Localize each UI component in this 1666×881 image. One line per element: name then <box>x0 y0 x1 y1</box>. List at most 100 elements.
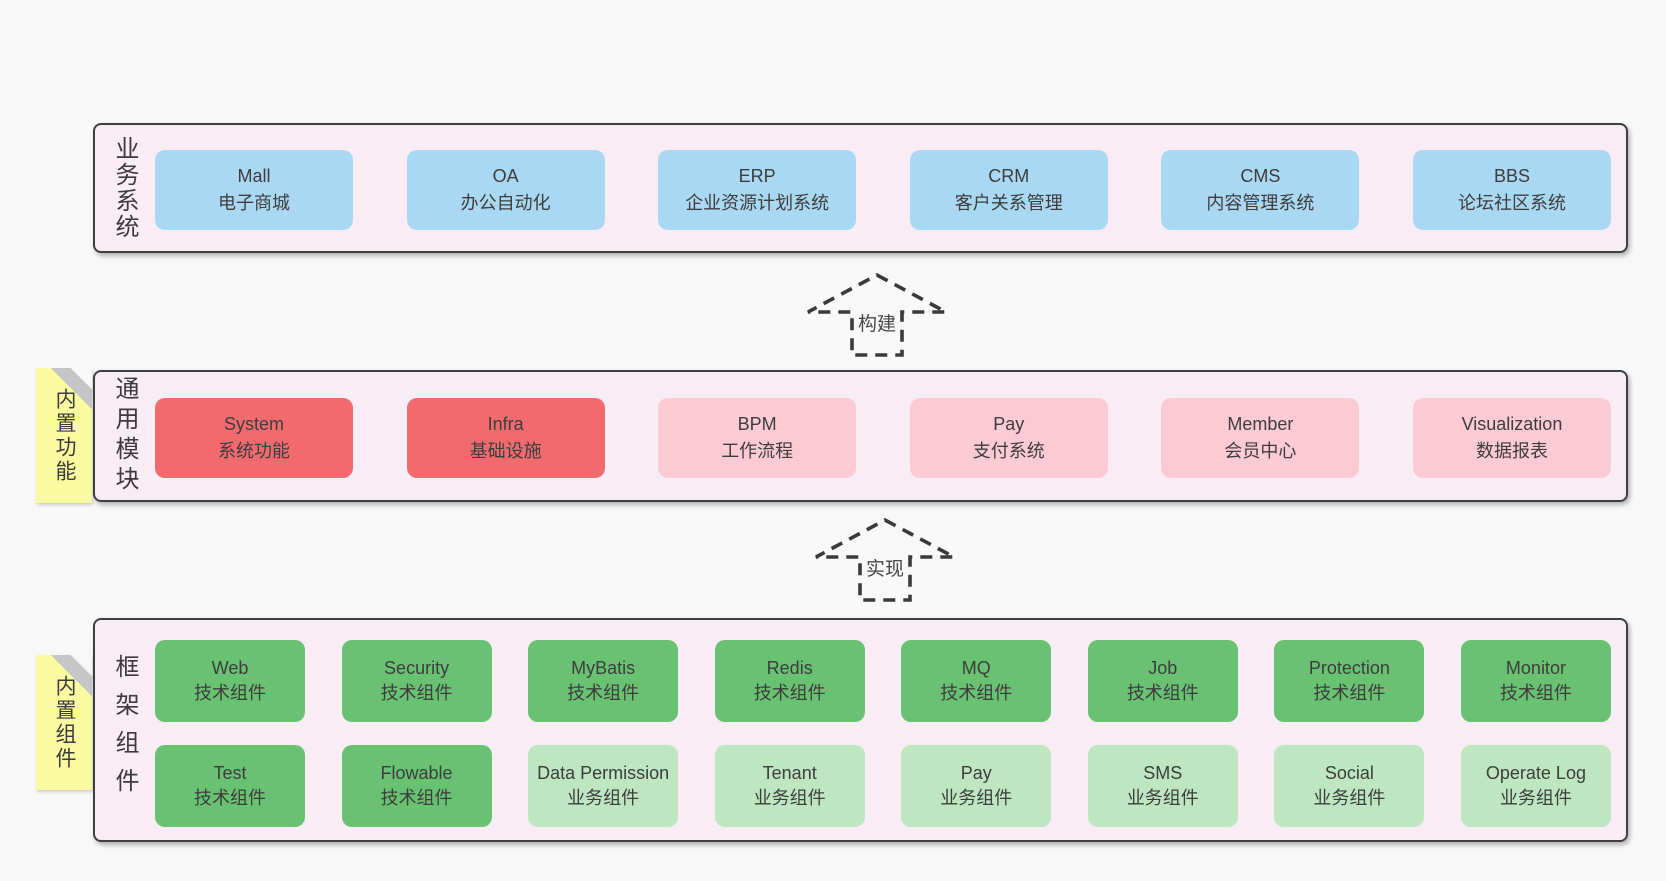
node-title: Test <box>213 763 247 783</box>
block-arrow-up-icon <box>815 517 955 602</box>
node-title: Operate Log <box>1485 763 1586 783</box>
arrow-build-label: 构建 <box>854 309 900 336</box>
node-subtitle: 业务组件 <box>1499 788 1572 808</box>
node-title: CRM <box>988 166 1030 186</box>
node-title: Pay <box>993 414 1025 434</box>
node-subtitle: 会员中心 <box>1224 441 1297 461</box>
node-subtitle: 客户关系管理 <box>954 193 1063 213</box>
node-monitor: Monitor 技术组件 <box>1460 640 1611 722</box>
node-subtitle: 业务组件 <box>753 788 826 808</box>
node-title: Web <box>211 658 249 678</box>
node-subtitle: 电子商城 <box>218 193 290 213</box>
node-oa: OA 办公自动化 <box>406 150 605 230</box>
node-job: Job 技术组件 <box>1087 640 1238 722</box>
node-title: Redis <box>766 658 813 678</box>
node-title: Security <box>384 658 450 678</box>
band-side-label-framework-components: 框架组件 <box>111 654 138 806</box>
node-title: Tenant <box>762 763 817 783</box>
node-subtitle: 办公自动化 <box>460 193 551 213</box>
node-operate-log: Operate Log 业务组件 <box>1460 745 1611 827</box>
node-title: Visualization <box>1461 414 1563 434</box>
node-subtitle: 技术组件 <box>380 683 453 703</box>
node-bpm: BPM 工作流程 <box>658 398 857 478</box>
sticky-note-label: 内置功能 <box>53 387 76 484</box>
node-subtitle: 技术组件 <box>940 683 1013 703</box>
arrow-implement-label: 实现 <box>862 554 908 581</box>
node-subtitle: 业务组件 <box>1313 788 1386 808</box>
node-title: MQ <box>961 658 991 678</box>
node-crm: CRM 客户关系管理 <box>909 150 1108 230</box>
node-title: Social <box>1324 763 1374 783</box>
band-business-systems: 业务系统 Mall 电子商城 OA 办公自动化 ERP 企业资源计划系统 CRM… <box>93 123 1628 253</box>
band-side-label-common-modules: 通用模块 <box>111 376 138 496</box>
band-framework-components: 框架组件 Web 技术组件 Security 技术组件 MyBatis 技术组件… <box>93 618 1628 842</box>
node-subtitle: 技术组件 <box>1499 683 1572 703</box>
node-sms: SMS 业务组件 <box>1087 745 1238 827</box>
node-web: Web 技术组件 <box>155 640 305 722</box>
node-member: Member 会员中心 <box>1161 398 1360 478</box>
node-infra: Infra 基础设施 <box>406 398 605 478</box>
node-tenant: Tenant 业务组件 <box>714 745 865 827</box>
node-title: Member <box>1227 414 1294 434</box>
node-subtitle: 论坛社区系统 <box>1457 193 1566 213</box>
sticky-note-builtin-features: 内置功能 <box>36 368 92 503</box>
node-title: Infra <box>487 414 524 434</box>
node-title: Pay <box>960 763 992 783</box>
arrow-implement: 实现 <box>813 517 957 603</box>
node-subtitle: 支付系统 <box>972 441 1045 461</box>
node-subtitle: 工作流程 <box>721 441 794 461</box>
node-title: BBS <box>1493 166 1530 186</box>
node-title: SMS <box>1143 763 1183 783</box>
node-subtitle: 企业资源计划系统 <box>685 193 830 213</box>
node-pay-business: Pay 业务组件 <box>901 745 1052 827</box>
node-title: Mall <box>237 166 271 186</box>
node-erp: ERP 企业资源计划系统 <box>658 150 857 230</box>
node-title: BPM <box>737 414 777 434</box>
node-redis: Redis 技术组件 <box>714 640 865 722</box>
node-protection: Protection 技术组件 <box>1274 640 1425 722</box>
node-system: System 系统功能 <box>155 398 353 478</box>
node-flowable: Flowable 技术组件 <box>341 745 492 827</box>
node-title: MyBatis <box>571 658 636 678</box>
node-subtitle: 技术组件 <box>567 683 640 703</box>
framework-components-row-1: Web 技术组件 Security 技术组件 MyBatis 技术组件 Redi… <box>155 640 1611 722</box>
node-title: CMS <box>1240 166 1281 186</box>
node-mall: Mall 电子商城 <box>155 150 353 230</box>
node-subtitle: 技术组件 <box>194 788 266 808</box>
node-subtitle: 技术组件 <box>380 788 453 808</box>
block-arrow-up-icon <box>807 272 947 357</box>
node-title: System <box>223 414 284 434</box>
node-visualization: Visualization 数据报表 <box>1412 398 1611 478</box>
sticky-note-label: 内置组件 <box>53 674 76 771</box>
node-title: Data Permission <box>537 763 670 783</box>
node-subtitle: 业务组件 <box>940 788 1013 808</box>
node-title: Flowable <box>380 763 453 783</box>
node-mq: MQ 技术组件 <box>901 640 1052 722</box>
node-data-permission: Data Permission 业务组件 <box>528 745 679 827</box>
node-test: Test 技术组件 <box>155 745 305 827</box>
node-subtitle: 系统功能 <box>218 441 290 461</box>
node-title: Monitor <box>1505 658 1566 678</box>
node-title: ERP <box>738 166 776 186</box>
node-social: Social 业务组件 <box>1274 745 1425 827</box>
node-pay: Pay 支付系统 <box>909 398 1108 478</box>
band-common-modules: 通用模块 System 系统功能 Infra 基础设施 BPM 工作流程 Pay… <box>93 370 1628 502</box>
node-security: Security 技术组件 <box>341 640 492 722</box>
node-subtitle: 技术组件 <box>1126 683 1199 703</box>
node-bbs: BBS 论坛社区系统 <box>1412 150 1611 230</box>
sticky-note-builtin-components: 内置组件 <box>36 655 92 790</box>
node-subtitle: 技术组件 <box>1313 683 1386 703</box>
arrow-build: 构建 <box>805 272 949 358</box>
node-subtitle: 技术组件 <box>194 683 266 703</box>
node-subtitle: 基础设施 <box>469 441 542 461</box>
band-side-label-business-systems: 业务系统 <box>111 136 138 240</box>
node-cms: CMS 内容管理系统 <box>1161 150 1360 230</box>
node-subtitle: 技术组件 <box>753 683 826 703</box>
common-modules-row: System 系统功能 Infra 基础设施 BPM 工作流程 Pay 支付系统… <box>155 398 1611 478</box>
node-title: Job <box>1148 658 1178 678</box>
node-subtitle: 内容管理系统 <box>1206 193 1315 213</box>
node-subtitle: 数据报表 <box>1475 441 1548 461</box>
node-subtitle: 业务组件 <box>1126 788 1199 808</box>
node-title: OA <box>492 166 519 186</box>
